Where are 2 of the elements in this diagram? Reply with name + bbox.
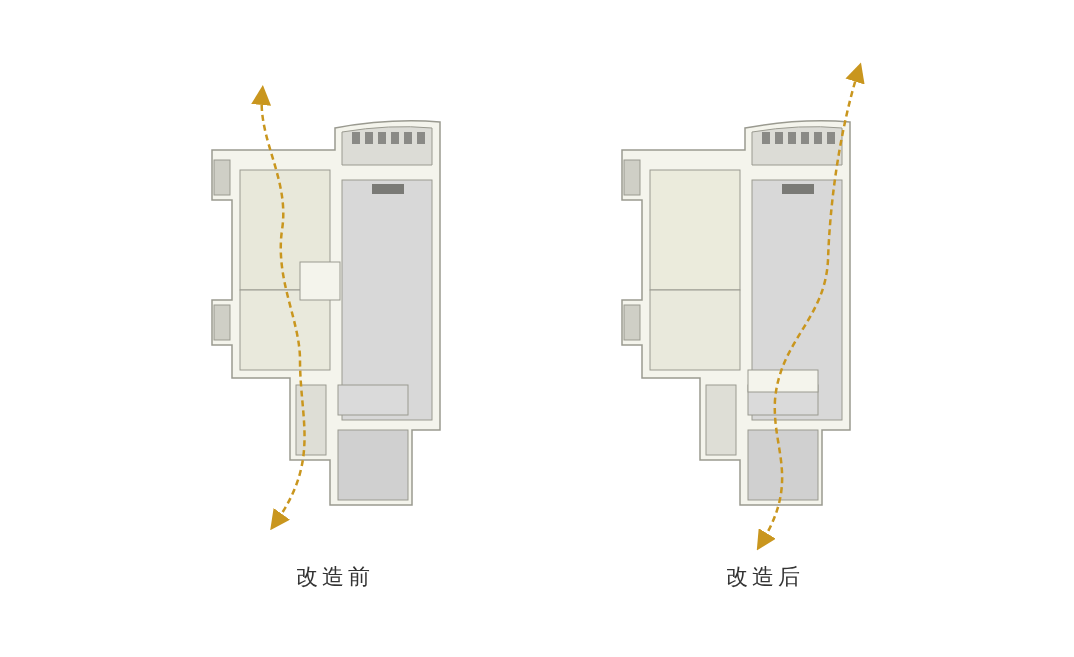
- caption-text: 改造后: [726, 563, 804, 591]
- caption-text: 改造前: [296, 563, 374, 591]
